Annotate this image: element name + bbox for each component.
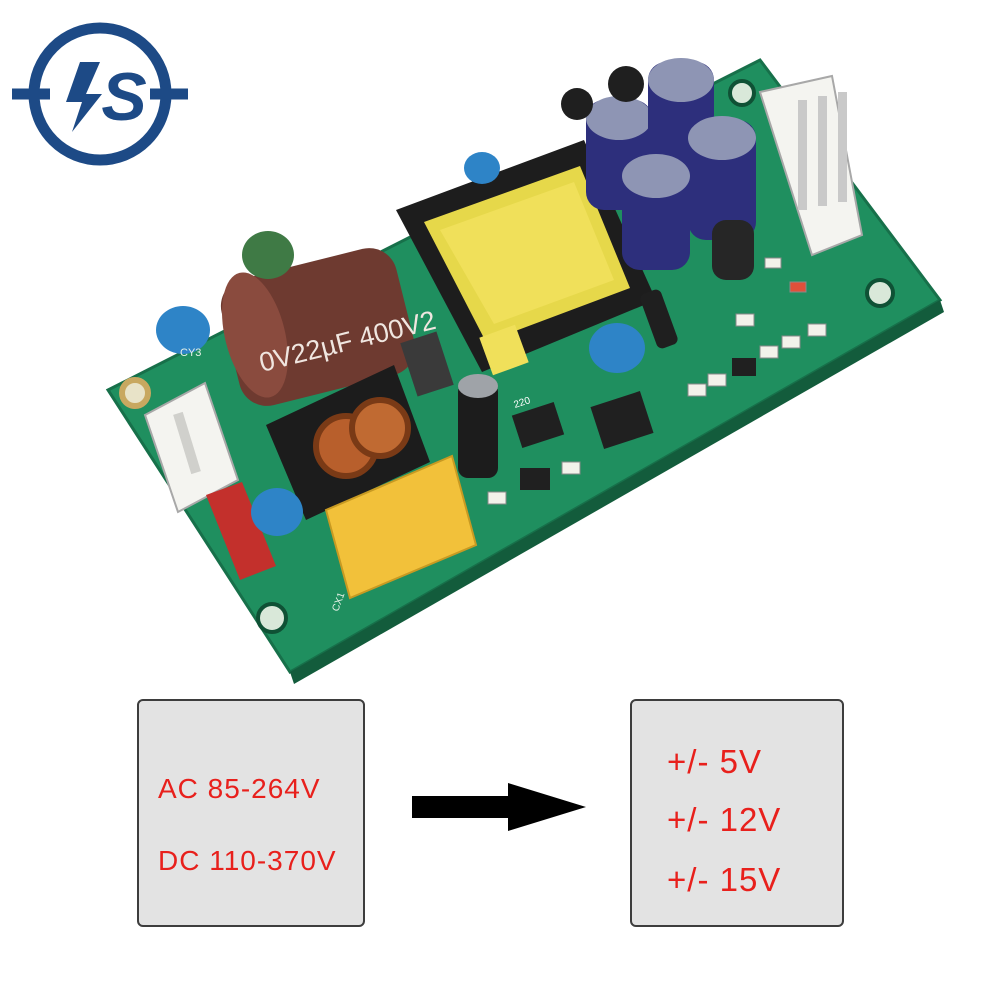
- inductor: [712, 220, 754, 280]
- bridge-rectifier: [590, 391, 654, 449]
- x-capacitor: [324, 454, 478, 600]
- y-capacitor: [464, 152, 500, 184]
- optocoupler: [511, 402, 565, 448]
- mount-hole: [256, 602, 288, 634]
- input-spec-box: AC 85-264V DC 110-370V: [137, 699, 365, 927]
- fuse: [206, 482, 276, 580]
- y-capacitor: [589, 323, 645, 373]
- regulator-ic: [732, 358, 756, 376]
- mount-hole: [119, 377, 151, 409]
- output-15v: +/- 15V: [667, 861, 782, 898]
- output-spec-box: +/- 5V +/- 12V +/- 15V: [630, 699, 844, 927]
- svg-text:CY3: CY3: [180, 347, 201, 359]
- inductor: [561, 88, 593, 120]
- inductor: [608, 66, 644, 102]
- output-capacitors: [586, 58, 756, 270]
- control-ic: [520, 468, 550, 490]
- smd-resistors: [487, 257, 827, 505]
- diode: [640, 289, 678, 349]
- output-5v: +/- 5V: [667, 743, 762, 780]
- mount-hole: [865, 278, 895, 308]
- input-connector: [143, 381, 240, 514]
- svg-text:220: 220: [513, 395, 533, 411]
- right-arrow-icon: [412, 783, 586, 831]
- input-dc-range: DC 110-370V: [158, 845, 337, 876]
- svg-text:S: S: [101, 59, 146, 135]
- thermistor: [242, 231, 294, 279]
- mount-hole: [728, 79, 756, 107]
- brand-logo-icon: S: [12, 22, 188, 166]
- common-mode-choke: [266, 365, 430, 520]
- output-12v: +/- 12V: [667, 801, 782, 838]
- small-capacitor: [458, 374, 498, 478]
- power-supply-board-photo: 0V22µF 400V2: [105, 58, 944, 684]
- output-connector: [758, 74, 864, 257]
- heatsink: [400, 331, 454, 397]
- y-capacitor: [251, 488, 303, 536]
- input-ac-range: AC 85-264V: [158, 773, 321, 804]
- y-capacitor: [156, 306, 210, 354]
